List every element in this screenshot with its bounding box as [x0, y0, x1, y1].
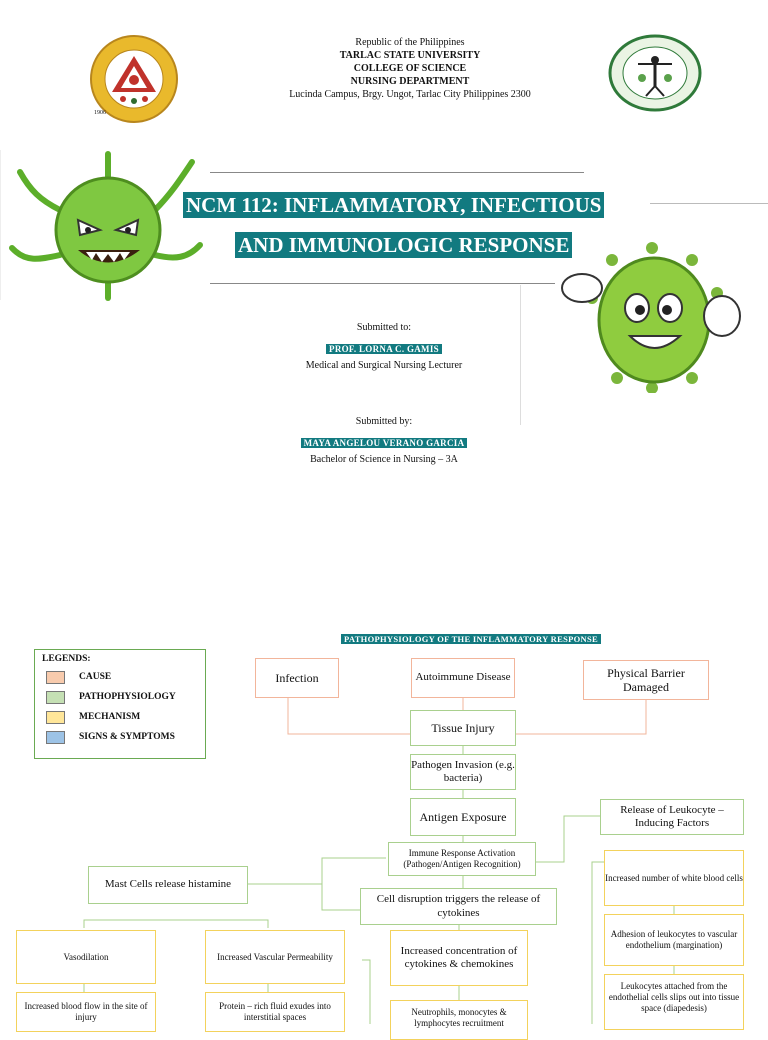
- legend-item-pathophysiology: PATHOPHYSIOLOGY: [46, 687, 198, 707]
- title-rule-bottom: [210, 283, 555, 284]
- node-vasodilation: Vasodilation: [16, 930, 156, 984]
- diagram-heading-wrap: PATHOPHYSIOLOGY OF THE INFLAMMATORY RESP…: [0, 629, 768, 647]
- decorative-divider: [520, 285, 521, 425]
- university-name: TARLAC STATE UNIVERSITY: [339, 50, 481, 61]
- node-tissue-injury: Tissue Injury: [410, 710, 516, 746]
- submitted-to-label: Submitted to:: [356, 322, 412, 333]
- node-increased-blood-flow: Increased blood flow in the site of inju…: [16, 992, 156, 1032]
- submitted-to-name-wrap: PROF. LORNA C. GAMIS: [0, 339, 768, 357]
- node-vascular-permeability: Increased Vascular Permeability: [205, 930, 345, 984]
- title-rule-right: [650, 203, 768, 204]
- legend-label: MECHANISM: [79, 712, 141, 722]
- college-name: COLLEGE OF SCIENCE: [353, 63, 467, 74]
- submitted-by-program: Bachelor of Science in Nursing – 3A: [310, 454, 458, 465]
- course-title-line-1: NCM 112: INFLAMMATORY, INFECTIOUS: [183, 192, 605, 218]
- node-increased-wbc: Increased number of white blood cells: [604, 850, 744, 906]
- seal-year: 1906: [94, 110, 106, 116]
- node-leukocyte-inducing-factors: Release of Leukocyte – Inducing Factors: [600, 799, 744, 835]
- department-name: NURSING DEPARTMENT: [350, 76, 470, 87]
- legend-label: SIGNS & SYMPTOMS: [79, 732, 175, 742]
- title-rule-top: [210, 172, 584, 173]
- tarlac-state-university-seal: [86, 34, 182, 124]
- node-margination: Adhesion of leukocytes to vascular endot…: [604, 914, 744, 966]
- legend-swatch: [46, 730, 65, 744]
- institution-header: Republic of the Philippines TARLAC STATE…: [200, 36, 620, 101]
- legend-swatch: [46, 710, 65, 724]
- node-immune-response-activation: Immune Response Activation (Pathogen/Ant…: [388, 842, 536, 876]
- campus-address: Lucinda Campus, Brgy. Ungot, Tarlac City…: [289, 89, 531, 100]
- angry-virus-illustration: [0, 150, 215, 302]
- legend-label: CAUSE: [79, 672, 112, 682]
- legend-swatch: [46, 690, 65, 704]
- republic-line: Republic of the Philippines: [355, 37, 465, 48]
- diagram-heading: PATHOPHYSIOLOGY OF THE INFLAMMATORY RESP…: [341, 634, 601, 644]
- submitted-by-name: MAYA ANGELOU VERANO GARCIA: [300, 438, 468, 448]
- node-physical-barrier-damaged: Physical Barrier Damaged: [583, 660, 709, 700]
- course-title-line-2: AND IMMUNOLOGIC RESPONSE: [235, 232, 573, 258]
- submitted-to-role: Medical and Surgical Nursing Lecturer: [305, 360, 463, 371]
- node-cytokine-release: Cell disruption triggers the release of …: [360, 888, 557, 925]
- legend-label: PATHOPHYSIOLOGY: [79, 692, 176, 702]
- node-antigen-exposure: Antigen Exposure: [410, 798, 516, 836]
- legend-item-mechanism: MECHANISM: [46, 707, 198, 727]
- legend-swatch: [46, 670, 65, 684]
- node-autoimmune-disease: Autoimmune Disease: [411, 658, 515, 698]
- decorative-edge: [0, 150, 1, 300]
- college-of-science-seal: [608, 34, 702, 112]
- legend-item-cause: CAUSE: [46, 667, 198, 687]
- node-diapedesis: Leukocytes attached from the endothelial…: [604, 974, 744, 1030]
- node-neutrophil-recruitment: Neutrophils, monocytes & lymphocytes rec…: [390, 1000, 528, 1040]
- legend-box: LEGENDS: CAUSE PATHOPHYSIOLOGY MECHANISM…: [34, 649, 206, 759]
- happy-virus-illustration: [552, 238, 752, 394]
- submitted-to-name: PROF. LORNA C. GAMIS: [326, 344, 442, 354]
- node-infection: Infection: [255, 658, 339, 698]
- legend-title: LEGENDS:: [42, 654, 91, 664]
- legend-item-signs-symptoms: SIGNS & SYMPTOMS: [46, 727, 198, 747]
- node-cytokine-concentration: Increased concentration of cytokines & c…: [390, 930, 528, 986]
- node-mast-cells: Mast Cells release histamine: [88, 866, 248, 904]
- submitted-by-label: Submitted by:: [355, 416, 413, 427]
- node-pathogen-invasion: Pathogen Invasion (e.g. bacteria): [410, 754, 516, 790]
- node-protein-rich-fluid: Protein – rich fluid exudes into interst…: [205, 992, 345, 1032]
- submitted-by-name-wrap: MAYA ANGELOU VERANO GARCIA: [0, 433, 768, 451]
